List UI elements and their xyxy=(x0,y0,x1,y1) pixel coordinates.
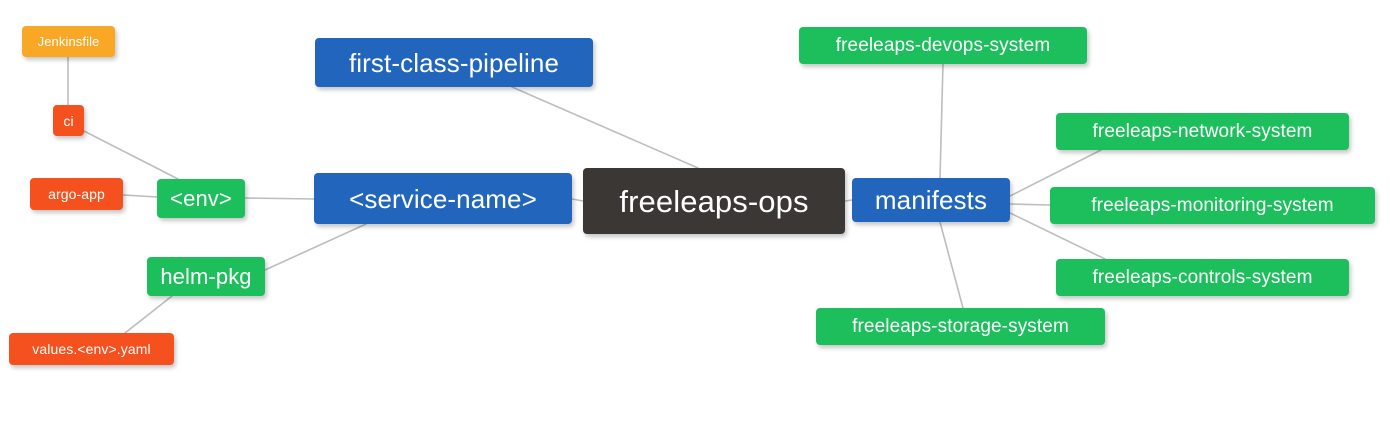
node-freeleaps-ops[interactable]: freeleaps-ops xyxy=(583,168,845,234)
node-helm-pkg[interactable]: helm-pkg xyxy=(147,257,265,296)
node-env[interactable]: <env> xyxy=(157,179,245,218)
node-freeleaps-devops-system[interactable]: freeleaps-devops-system xyxy=(799,27,1087,64)
node-argo-app[interactable]: argo-app xyxy=(30,178,123,210)
node-manifests[interactable]: manifests xyxy=(852,178,1010,222)
node-label-argo-app: argo-app xyxy=(48,186,105,202)
node-label-freeleaps-devops-system: freeleaps-devops-system xyxy=(835,35,1051,56)
node-freeleaps-network-system[interactable]: freeleaps-network-system xyxy=(1056,113,1349,150)
node-label-values-env-yaml: values.<env>.yaml xyxy=(32,341,151,357)
edge-freeleaps-ops-to-first-class-pipeline xyxy=(511,86,699,169)
node-values-env-yaml[interactable]: values.<env>.yaml xyxy=(9,333,174,365)
edge-manifests-to-freeleaps-storage-system xyxy=(939,221,964,309)
edge-service-name-to-helm-pkg xyxy=(264,223,367,271)
edge-env-to-argo-app xyxy=(122,194,158,198)
edge-helm-pkg-to-values-env-yaml xyxy=(124,295,173,334)
node-label-freeleaps-monitoring-system: freeleaps-monitoring-system xyxy=(1091,195,1334,216)
node-label-service-name: <service-name> xyxy=(349,183,537,214)
node-label-freeleaps-network-system: freeleaps-network-system xyxy=(1092,121,1313,142)
node-label-ci: ci xyxy=(63,112,74,129)
edge-manifests-to-freeleaps-devops-system xyxy=(939,63,944,179)
node-first-class-pipeline[interactable]: first-class-pipeline xyxy=(315,38,593,87)
node-service-name[interactable]: <service-name> xyxy=(314,173,572,224)
node-freeleaps-monitoring-system[interactable]: freeleaps-monitoring-system xyxy=(1050,187,1375,224)
edge-manifests-to-freeleaps-monitoring-system xyxy=(1009,203,1051,206)
edge-service-name-to-env xyxy=(244,197,315,200)
node-label-helm-pkg: helm-pkg xyxy=(160,263,252,289)
node-label-freeleaps-storage-system: freeleaps-storage-system xyxy=(852,316,1069,337)
node-freeleaps-storage-system[interactable]: freeleaps-storage-system xyxy=(816,308,1105,345)
node-label-freeleaps-ops: freeleaps-ops xyxy=(619,183,809,219)
node-jenkinsfile[interactable]: Jenkinsfile xyxy=(22,26,115,57)
edge-freeleaps-ops-to-service-name xyxy=(571,198,584,202)
node-label-freeleaps-controls-system: freeleaps-controls-system xyxy=(1092,267,1313,288)
node-label-jenkinsfile: Jenkinsfile xyxy=(37,34,100,49)
node-label-manifests: manifests xyxy=(874,185,988,215)
node-ci[interactable]: ci xyxy=(53,105,84,136)
edge-env-to-ci xyxy=(83,130,179,180)
node-label-first-class-pipeline: first-class-pipeline xyxy=(348,47,560,78)
node-freeleaps-controls-system[interactable]: freeleaps-controls-system xyxy=(1056,259,1349,296)
edge-freeleaps-ops-to-manifests xyxy=(844,199,853,202)
node-label-env: <env> xyxy=(170,185,232,211)
